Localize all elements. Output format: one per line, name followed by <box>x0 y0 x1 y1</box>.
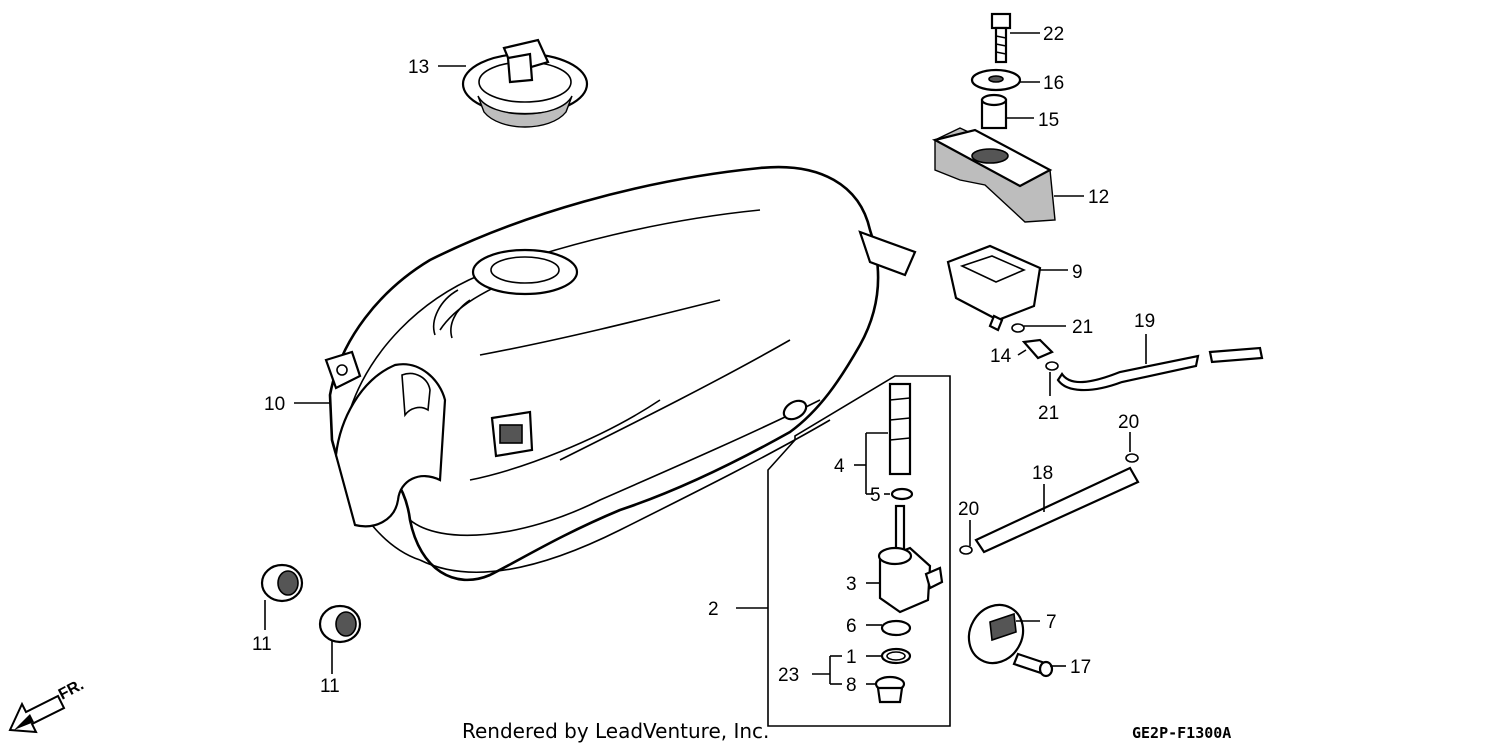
cushion-11-b[interactable] <box>318 604 362 644</box>
bolt-22[interactable] <box>990 12 1012 64</box>
leader-lines <box>264 32 1147 685</box>
credit-text: Rendered by LeadVenture, Inc. <box>462 719 769 743</box>
callout-5: 5 <box>870 485 881 506</box>
fuel-tube-18[interactable] <box>974 466 1140 554</box>
callout-11-a: 11 <box>252 634 272 655</box>
clip-20-left[interactable] <box>959 545 973 555</box>
fuel-tube-19[interactable] <box>1056 346 1264 392</box>
front-direction-arrow: FR. <box>8 676 87 734</box>
callout-9: 9 <box>1072 262 1083 283</box>
callout-16: 16 <box>1043 73 1064 94</box>
clip-20-right[interactable] <box>1125 453 1139 463</box>
o-ring-1[interactable] <box>880 647 912 665</box>
callout-19: 19 <box>1134 311 1155 332</box>
callout-13: 13 <box>408 57 429 78</box>
callout-3: 3 <box>846 574 857 595</box>
fuel-valve-3[interactable] <box>877 504 944 614</box>
callout-12: 12 <box>1088 187 1109 208</box>
washer-16[interactable] <box>970 68 1022 92</box>
callout-11-b: 11 <box>320 676 340 697</box>
collar-15[interactable] <box>980 93 1008 130</box>
gasket-6[interactable] <box>880 619 912 637</box>
callout-22: 22 <box>1043 24 1064 45</box>
callout-2: 2 <box>708 599 719 620</box>
callout-20-right: 20 <box>1118 412 1139 433</box>
callout-8: 8 <box>846 675 857 696</box>
screw-17[interactable] <box>1012 652 1054 678</box>
joint-14[interactable] <box>1021 338 1054 360</box>
callout-21-upper: 21 <box>1072 317 1093 338</box>
callout-10: 10 <box>264 394 285 415</box>
callout-20-left: 20 <box>958 499 979 520</box>
callout-21-lower: 21 <box>1038 403 1059 424</box>
callout-14: 14 <box>990 346 1012 367</box>
diagram-code: GE2P-F1300A <box>1132 724 1231 742</box>
callout-6: 6 <box>846 616 857 637</box>
fuel-cap[interactable] <box>461 38 589 128</box>
callout-15: 15 <box>1038 110 1059 131</box>
callout-7: 7 <box>1046 612 1057 633</box>
fuel-valve-frame <box>767 375 951 727</box>
o-ring-5[interactable] <box>890 487 914 501</box>
cover-7[interactable] <box>958 595 1033 673</box>
strainer-screen-4[interactable] <box>888 382 912 476</box>
cushion-11-a[interactable] <box>260 563 304 603</box>
rubber-mount-12[interactable] <box>931 127 1056 223</box>
callout-18: 18 <box>1032 463 1053 484</box>
strainer-cup-9[interactable] <box>946 244 1042 332</box>
fuel-tank[interactable] <box>324 165 917 582</box>
clip-21-lower[interactable] <box>1045 361 1059 371</box>
clip-21-upper[interactable] <box>1011 323 1025 333</box>
callout-23: 23 <box>778 665 799 686</box>
nut-8[interactable] <box>874 675 906 704</box>
callout-4: 4 <box>834 456 845 477</box>
callout-1: 1 <box>846 647 857 668</box>
callout-17: 17 <box>1070 657 1091 678</box>
